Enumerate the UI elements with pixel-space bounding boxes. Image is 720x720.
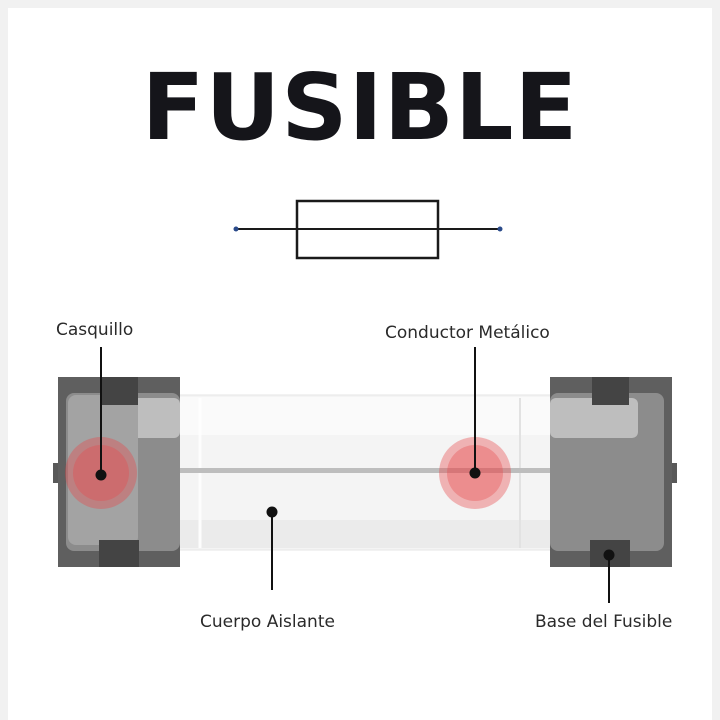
glass-highlight xyxy=(168,397,560,435)
diagram-card xyxy=(8,8,712,720)
fuse-schematic-symbol xyxy=(233,199,503,260)
glass-body xyxy=(167,394,561,551)
label-base-del-fusible: Base del Fusible xyxy=(535,612,673,632)
symbol-terminal-right xyxy=(497,226,503,232)
callout-cuerpo xyxy=(266,506,278,590)
left-cap xyxy=(53,377,180,567)
callout-conductor xyxy=(469,347,481,479)
label-conductor-metalico: Conductor Metálico xyxy=(385,323,550,343)
symbol-terminal-left xyxy=(233,226,239,232)
metallic-filament xyxy=(168,468,560,473)
glass-shadow xyxy=(168,520,560,548)
right-cap xyxy=(550,377,677,567)
page-title: FUSIBLE xyxy=(141,54,579,161)
label-casquillo: Casquillo xyxy=(56,320,134,340)
callout-base xyxy=(603,549,615,603)
label-cuerpo-aislante: Cuerpo Aislante xyxy=(200,612,335,632)
callout-casquillo xyxy=(95,347,107,481)
